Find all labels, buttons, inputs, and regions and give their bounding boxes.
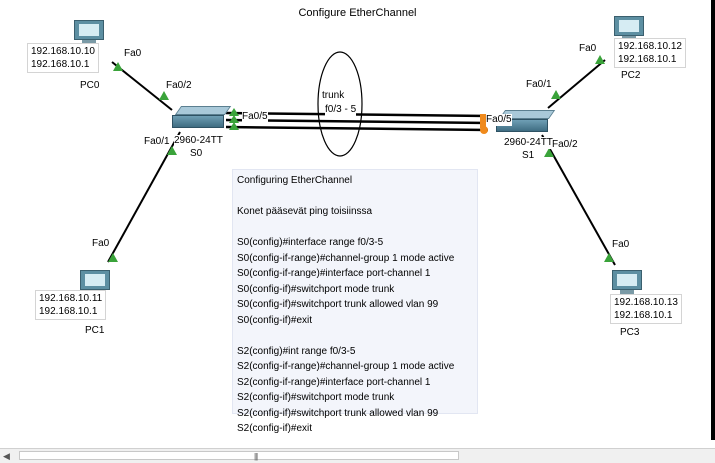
note-line: S0(config-if)#switchport trunk allowed v… bbox=[237, 299, 439, 310]
pc3-port-label: Fa0 bbox=[612, 239, 630, 250]
horizontal-scrollbar[interactable]: ◀ ||| bbox=[0, 448, 715, 463]
note-line: S2(config)#int range f0/3-5 bbox=[237, 345, 356, 357]
note-line: S0(config-if-range)#interface port-chann… bbox=[237, 268, 431, 279]
note-line: S2(config-if-range)#channel-group 1 mode… bbox=[237, 361, 455, 372]
pc3-name: PC3 bbox=[620, 327, 640, 338]
s1-port-trunk: Fa0/5 bbox=[486, 114, 512, 126]
note-spacer bbox=[237, 189, 477, 205]
grip-icon: ||| bbox=[254, 452, 258, 461]
links-layer bbox=[107, 51, 616, 266]
status-up-s0-trunk1 bbox=[229, 108, 239, 116]
note-line: S2(config-if)#exit bbox=[237, 423, 313, 434]
pc3-icon[interactable] bbox=[610, 270, 644, 300]
pc1-ip: 192.168.10.11 bbox=[39, 293, 103, 304]
status-up-pc2 bbox=[595, 55, 605, 64]
pc3-ip-box: 192.168.10.13 192.168.10.1 bbox=[610, 294, 682, 324]
diagram-title: Configure EtherChannel bbox=[298, 7, 417, 19]
status-up-s0-fa01 bbox=[167, 146, 177, 155]
s1-port-fa01: Fa0/1 bbox=[526, 79, 552, 90]
pc1-name: PC1 bbox=[85, 325, 105, 336]
pc2-port-label: Fa0 bbox=[579, 43, 597, 54]
s0-port-fa01: Fa0/1 bbox=[144, 136, 170, 147]
etherchannel-link-1[interactable] bbox=[225, 111, 489, 118]
canvas-right-border bbox=[711, 0, 715, 440]
status-up-pc3 bbox=[604, 253, 614, 262]
s1-model: 2960-24TT bbox=[504, 137, 553, 149]
note-line: S0(config)#interface range f0/3-5 bbox=[237, 237, 384, 248]
pc0-gateway: 192.168.10.1 bbox=[31, 59, 90, 70]
note-line: S2(config-if)#switchport mode trunk bbox=[237, 392, 395, 403]
pc0-ip-box: 192.168.10.10 192.168.10.1 bbox=[27, 43, 99, 73]
pc1-port-label: Fa0 bbox=[92, 238, 110, 249]
note-heading: Configuring EtherChannel bbox=[237, 175, 353, 186]
pc1-gateway: 192.168.10.1 bbox=[39, 306, 98, 317]
link-pc2-s1[interactable] bbox=[547, 59, 606, 109]
note-line: S2(config-if-range)#interface port-chann… bbox=[237, 376, 431, 388]
status-up-pc1 bbox=[108, 253, 118, 262]
pc0-icon[interactable] bbox=[72, 20, 106, 50]
pc2-ip: 192.168.10.12 bbox=[618, 41, 682, 52]
pc0-ip: 192.168.10.10 bbox=[31, 46, 95, 57]
pc3-gateway: 192.168.10.1 bbox=[614, 310, 673, 321]
status-up-s0-fa02 bbox=[159, 91, 169, 100]
pc3-ip: 192.168.10.13 bbox=[614, 297, 678, 308]
note-line: S0(config-if)#exit bbox=[237, 314, 313, 326]
pc2-ip-box: 192.168.10.12 192.168.10.1 bbox=[614, 38, 686, 68]
status-up-pc0 bbox=[113, 62, 123, 71]
status-up-s0-trunk3 bbox=[229, 122, 239, 130]
note-line: S0(config-if-range)#channel-group 1 mode… bbox=[237, 252, 455, 264]
s0-model: 2960-24TT bbox=[174, 135, 223, 147]
note-subtitle: Konet pääsevät ping toisiinssa bbox=[237, 206, 373, 217]
trunk-label: trunk bbox=[322, 90, 345, 102]
link-pc3-s1[interactable] bbox=[541, 134, 616, 266]
scroll-left-icon[interactable]: ◀ bbox=[3, 451, 10, 461]
note-line: S2(config-if)#switchport trunk allowed v… bbox=[237, 407, 439, 419]
s1-port-fa02: Fa0/2 bbox=[552, 139, 578, 150]
s0-name: S0 bbox=[190, 148, 203, 159]
pc0-name: PC0 bbox=[80, 80, 100, 91]
etherchannel-link-2[interactable] bbox=[225, 118, 489, 125]
s0-port-fa02: Fa0/2 bbox=[166, 80, 192, 91]
etherchannel-link-3[interactable] bbox=[225, 125, 489, 132]
pc2-gateway: 192.168.10.1 bbox=[618, 54, 677, 65]
note-spacer bbox=[237, 220, 477, 236]
status-pending-s1-trunk-2 bbox=[480, 114, 486, 128]
pc1-ip-box: 192.168.10.11 192.168.10.1 bbox=[35, 290, 107, 320]
pc2-name: PC2 bbox=[621, 70, 641, 81]
note-spacer bbox=[237, 328, 477, 344]
s0-port-trunk: Fa0/5 bbox=[242, 111, 268, 123]
note-line: S0(config-if)#switchport mode trunk bbox=[237, 283, 395, 295]
scrollbar-thumb[interactable]: ||| bbox=[19, 451, 459, 461]
pc0-port-label: Fa0 bbox=[124, 48, 142, 59]
s1-name: S1 bbox=[522, 150, 535, 161]
switch-s0-icon[interactable] bbox=[172, 106, 232, 128]
status-up-s1-fa01 bbox=[551, 90, 561, 99]
topology-canvas[interactable]: Configure EtherChannel trunk f0/3 - 5 19… bbox=[0, 0, 711, 440]
etherchannel-ellipse bbox=[317, 51, 363, 157]
status-up-s0-trunk2 bbox=[229, 115, 239, 123]
trunk-ports-label: f0/3 - 5 bbox=[325, 104, 357, 116]
status-up-s1-fa02 bbox=[544, 148, 554, 157]
config-note[interactable]: Configuring EtherChannel Konet pääsevät … bbox=[232, 169, 478, 434]
